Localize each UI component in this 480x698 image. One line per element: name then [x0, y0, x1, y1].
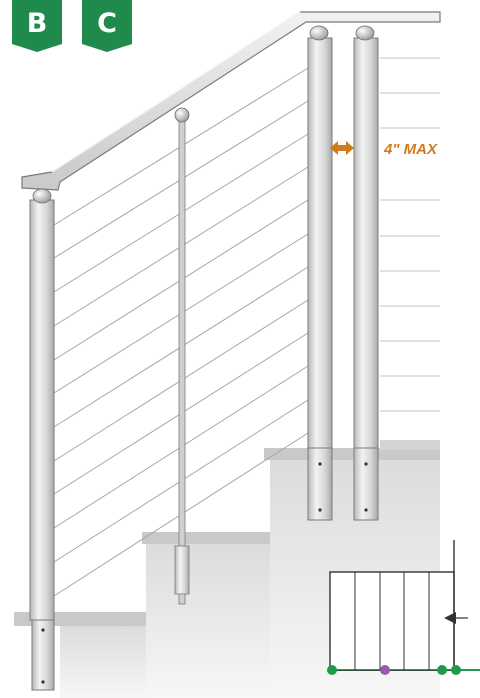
marker-dot	[451, 665, 461, 675]
badge-b-label: B	[27, 8, 48, 39]
post-middle-1	[307, 25, 333, 521]
badge-c: C	[82, 0, 132, 52]
marker-dot	[437, 665, 447, 675]
dimension-label: 4" MAX	[383, 141, 438, 158]
intermediate-picket	[174, 107, 190, 605]
post-middle-2	[353, 25, 379, 521]
spacing-dimension: 4" MAX	[330, 141, 438, 158]
badge-b: B	[12, 0, 62, 52]
marker-dot	[327, 665, 337, 675]
double-arrow-icon	[330, 141, 354, 155]
inset-plan-diagram	[327, 540, 480, 675]
badge-c-label: C	[97, 8, 117, 39]
end-post-left	[29, 188, 55, 691]
arrow-left-icon	[444, 612, 468, 624]
marker-dot	[380, 665, 390, 675]
wall-siding	[380, 57, 440, 447]
